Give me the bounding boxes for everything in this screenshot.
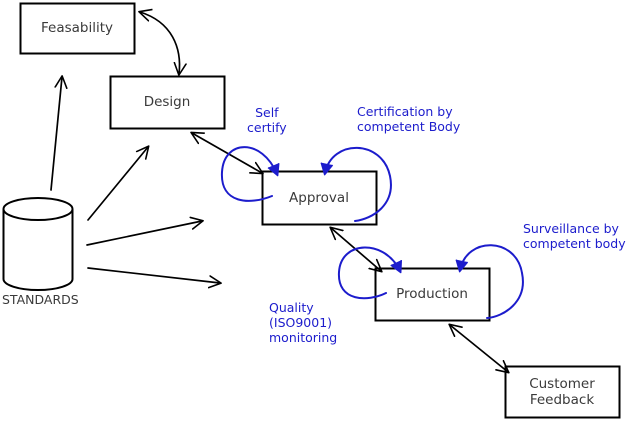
approval-box[interactable]	[261, 170, 378, 226]
customer-feedback-box[interactable]	[504, 365, 621, 419]
edge-design-approval[interactable]	[192, 133, 262, 173]
edge-production-customer-feedback[interactable]	[450, 325, 508, 372]
edge-standards-to-approval[interactable]	[86, 221, 202, 246]
edge-surveillance-loop[interactable]	[455, 244, 524, 319]
design-box[interactable]	[109, 75, 226, 130]
edge-certification-loop[interactable]	[320, 146, 392, 222]
edge-standards-to-production[interactable]	[87, 267, 220, 283]
edge-design-to-feasability[interactable]	[140, 12, 180, 74]
edge-quality-monitoring-loop[interactable]	[337, 246, 403, 300]
node-shapes	[2, 2, 621, 419]
feasability-box[interactable]	[19, 2, 136, 55]
blue-loops	[220, 146, 524, 319]
production-box[interactable]	[374, 267, 491, 322]
edge-standards-to-design[interactable]	[87, 147, 148, 221]
black-edges	[50, 12, 508, 372]
edge-self-certify-loop[interactable]	[220, 146, 280, 202]
standards-cylinder[interactable]	[2, 197, 74, 291]
edge-standards-to-feasability[interactable]	[50, 77, 62, 191]
